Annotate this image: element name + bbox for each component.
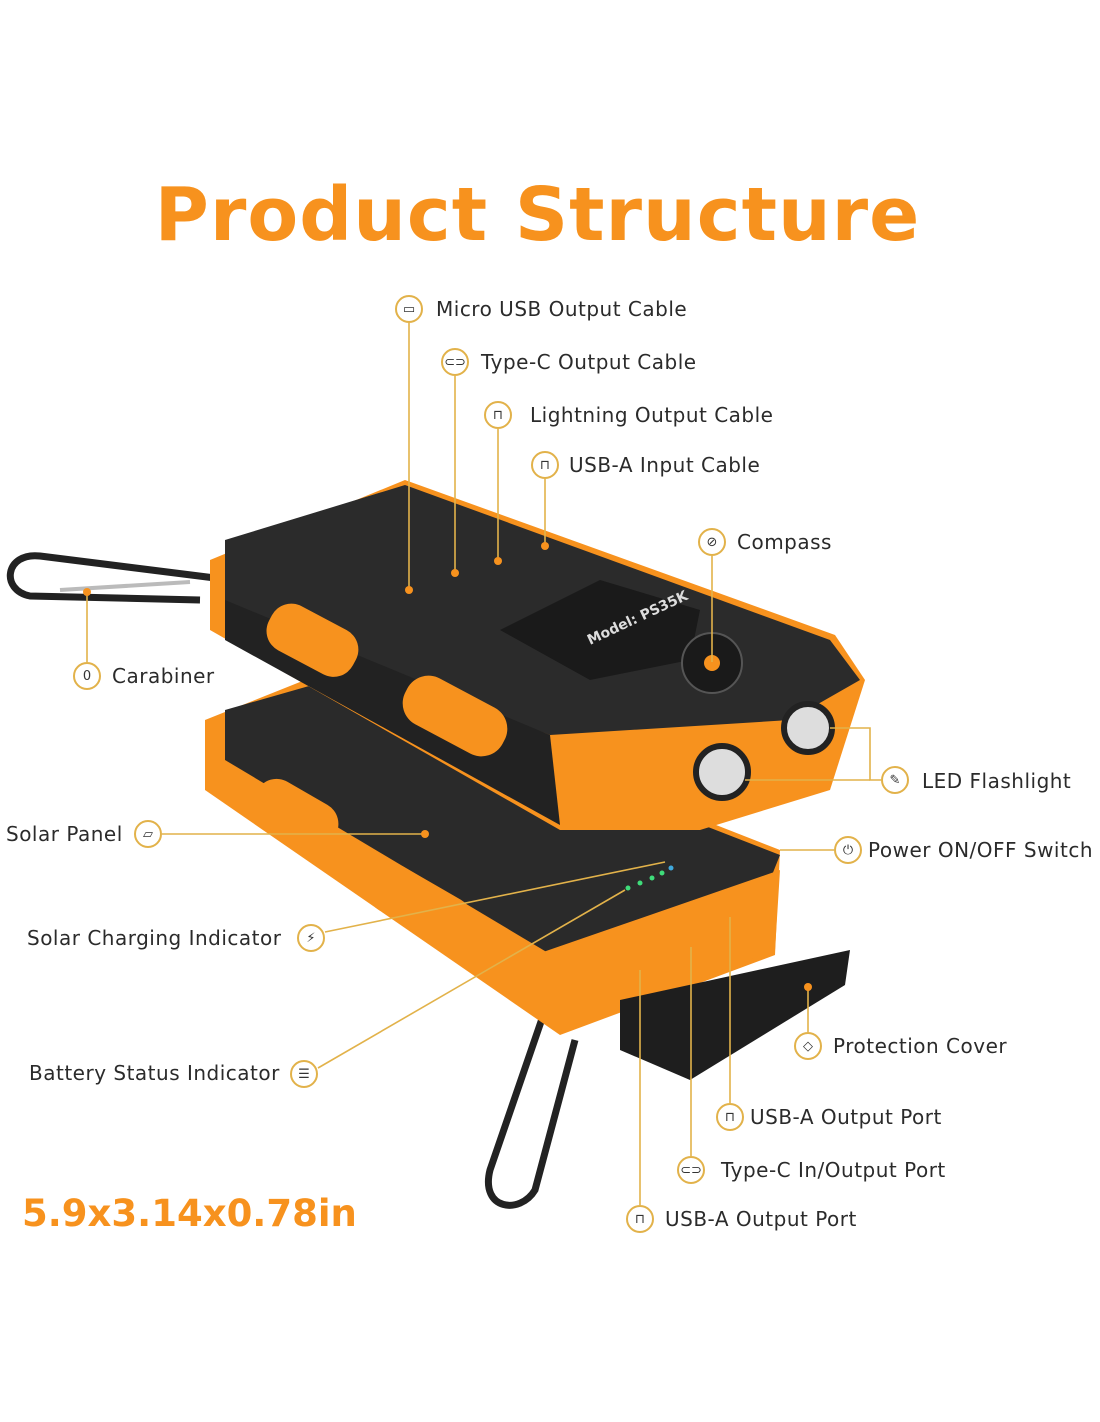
bottom-unit bbox=[205, 672, 850, 1080]
shield-icon: ◇ bbox=[794, 1032, 822, 1060]
protection-cover bbox=[620, 950, 850, 1080]
callout-battery-status: Battery Status Indicator bbox=[29, 1061, 280, 1085]
type-c-icon: ⊂⊃ bbox=[441, 348, 469, 376]
callout-type-c-cable: Type-C Output Cable bbox=[481, 350, 697, 374]
carabiner-bottom bbox=[484, 1008, 579, 1209]
usb-a-icon: ⊓ bbox=[531, 451, 559, 479]
dimensions-label: 5.9x3.14x0.78in bbox=[22, 1192, 357, 1235]
callout-usb-a-output-1: USB-A Output Port bbox=[750, 1105, 942, 1129]
usb-a-icon: ⊓ bbox=[626, 1205, 654, 1233]
leader-dots bbox=[83, 542, 812, 991]
micro-usb-icon: ▭ bbox=[395, 295, 423, 323]
callout-lightning: Lightning Output Cable bbox=[530, 403, 774, 427]
callout-type-c-port: Type-C In/Output Port bbox=[721, 1158, 946, 1182]
callout-usb-a-input: USB-A Input Cable bbox=[569, 453, 761, 477]
carabiner-icon: 0 bbox=[73, 662, 101, 690]
power-icon: ⏻ bbox=[834, 836, 862, 864]
callout-led-flashlight: LED Flashlight bbox=[922, 769, 1072, 793]
lightning-icon: ⊓ bbox=[484, 401, 512, 429]
callout-power-switch: Power ON/OFF Switch bbox=[868, 838, 1093, 862]
callout-protection-cover: Protection Cover bbox=[833, 1034, 1008, 1058]
solar-panel-icon: ▱ bbox=[134, 820, 162, 848]
callout-usb-a-output-2: USB-A Output Port bbox=[665, 1207, 857, 1231]
led-right bbox=[781, 701, 835, 755]
callout-carabiner: Carabiner bbox=[112, 664, 215, 688]
callout-solar-charging: Solar Charging Indicator bbox=[27, 926, 282, 950]
flashlight-icon: ✎ bbox=[881, 766, 909, 794]
callout-solar-panel: Solar Panel bbox=[6, 822, 123, 846]
compass-icon: ⊘ bbox=[698, 528, 726, 556]
battery-status-icon: ☰ bbox=[290, 1060, 318, 1088]
battery-charging-icon: ⚡ bbox=[297, 924, 325, 952]
battery-status-leds bbox=[625, 865, 674, 891]
leader-lines bbox=[86, 323, 881, 1205]
usb-a-icon: ⊓ bbox=[716, 1103, 744, 1131]
type-c-icon: ⊂⊃ bbox=[677, 1156, 705, 1184]
top-unit: Model: PS35K bbox=[210, 480, 865, 830]
led-left bbox=[693, 743, 751, 801]
callout-micro-usb: Micro USB Output Cable bbox=[436, 297, 688, 321]
carabiner-top bbox=[6, 552, 216, 604]
page-title: Product Structure bbox=[154, 172, 921, 258]
callout-compass: Compass bbox=[737, 530, 832, 554]
